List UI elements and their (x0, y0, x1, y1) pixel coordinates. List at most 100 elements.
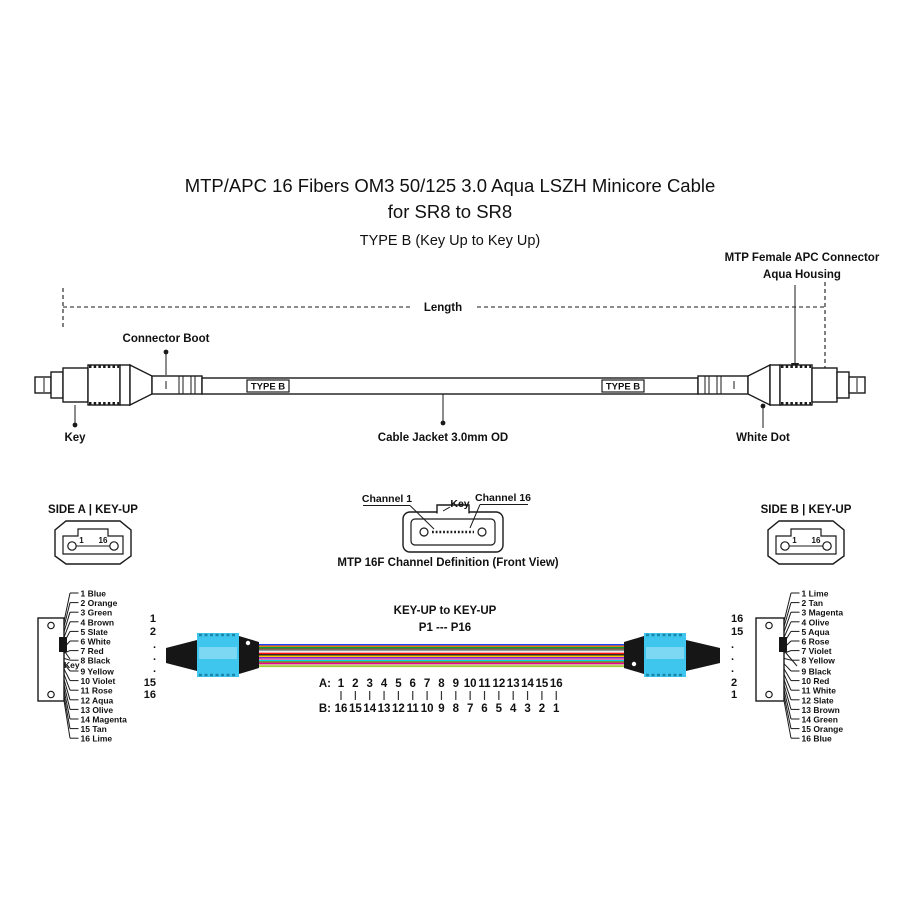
fiber-color-label: 14 Green (802, 715, 838, 725)
row-a-label: A: (319, 678, 331, 690)
fiber-color-label: 16 Blue (802, 734, 833, 744)
fan-line (783, 663, 792, 672)
ribbon-fiber (259, 646, 624, 649)
leader-dot (440, 420, 446, 426)
side-a-pin-1: 1 (79, 536, 84, 545)
fiber-color-label: 8 Yellow (802, 656, 836, 666)
channel-mapping: 1162153144135126117108998107116125134143… (335, 678, 563, 715)
sequence-value: 15 (144, 677, 156, 689)
map-a-value: 1 (338, 678, 345, 690)
fiber-color-label: 5 Slate (81, 627, 109, 637)
sequence-value: 2 (150, 626, 156, 638)
ribbon-fiber (259, 651, 624, 653)
ribbon-fiber (259, 649, 624, 652)
map-b-value: 16 (335, 703, 348, 715)
leader-dot (72, 422, 78, 428)
white-dot (245, 640, 251, 646)
map-a-value: 12 (492, 678, 505, 690)
fan-line (63, 602, 71, 627)
sequence-value: 16 (731, 613, 743, 625)
front-view-caption: MTP 16F Channel Definition (Front View) (337, 557, 558, 569)
fan-line (63, 650, 71, 654)
fan-line (783, 679, 792, 700)
fiber-ribbon (259, 644, 624, 668)
ribbon-fiber (259, 655, 624, 658)
fiber-color-label: 13 Olive (81, 705, 114, 715)
housing-highlight (199, 647, 237, 659)
map-a-value: 7 (424, 678, 430, 690)
ribbon-fiber (259, 648, 624, 650)
guide-pin-hole (780, 541, 790, 551)
fiber-color-label: 6 White (81, 637, 111, 647)
map-b-value: 14 (363, 703, 376, 715)
fan-line (783, 695, 792, 729)
fan-line (63, 640, 71, 649)
fiber-color-label: 7 Red (81, 646, 104, 656)
ribbon-fiber (259, 652, 624, 655)
map-a-value: 3 (366, 678, 372, 690)
sequence-value: 15 (731, 626, 743, 638)
sequence-value: . (731, 651, 734, 663)
map-b-value: 15 (349, 703, 362, 715)
leader-line (442, 506, 451, 512)
left-assembly-ferrule (239, 636, 259, 674)
fan-line (783, 612, 792, 633)
title-line2: for SR8 to SR8 (388, 201, 512, 222)
fan-line (783, 592, 792, 622)
type-b-marker-right: TYPE B (606, 382, 640, 393)
key-marker (59, 637, 67, 652)
ribbon-fiber (259, 658, 624, 660)
left-connector-body (62, 367, 89, 403)
map-b-value: 9 (438, 703, 444, 715)
fan-line (63, 657, 71, 661)
mtp-front-view: Channel 1 Key Channel 16 MTP 16F Channel… (337, 492, 558, 569)
fiber-color-label: 15 Tan (81, 724, 107, 734)
fiber-color-label: 1 Blue (81, 589, 107, 599)
fiber-color-label: 9 Black (802, 667, 832, 677)
diagram-title: MTP/APC 16 Fibers OM3 50/125 3.0 Aqua LS… (185, 175, 716, 249)
side-b-face: SIDE B | KEY-UP 1 16 (761, 504, 852, 565)
right-connector-body (811, 367, 838, 403)
ribbon-fiber (259, 661, 624, 663)
fiber-color-label: 11 White (802, 686, 837, 696)
fiber-color-label: 12 Slate (802, 695, 834, 705)
front-view-inner (410, 518, 496, 546)
right-connector-housing (779, 364, 813, 406)
fan-line (783, 657, 792, 661)
map-b-value: 7 (467, 703, 473, 715)
map-b-value: 2 (539, 703, 545, 715)
fiber-color-label: 7 Violet (802, 646, 832, 656)
fiber-color-label: 5 Aqua (802, 627, 830, 637)
key-marker (779, 637, 787, 652)
fiber-color-label: 4 Brown (81, 617, 115, 627)
fiber-color-label: 9 Yellow (81, 667, 115, 677)
title-subtitle: TYPE B (Key Up to Key Up) (360, 233, 541, 249)
side-b-pin-1: 1 (792, 536, 797, 545)
right-assembly-ferrule (624, 636, 644, 674)
fiber-color-label: 11 Rose (81, 686, 113, 696)
type-b-marker-box (601, 379, 645, 393)
fan-line (63, 592, 71, 622)
channel-1-label: Channel 1 (362, 493, 412, 505)
leader-line (64, 651, 71, 660)
white-dot-label: White Dot (736, 432, 790, 444)
ribbon-fiber (259, 662, 624, 665)
type-b-marker-box (246, 379, 290, 393)
type-b-marker-left: TYPE B (251, 382, 285, 393)
fiber-color-label: 14 Magenta (81, 715, 128, 725)
map-a-value: 10 (464, 678, 477, 690)
fan-line (783, 684, 792, 710)
length-label: Length (424, 302, 462, 314)
fanout-key-label: Key (64, 660, 80, 670)
leader-line (469, 504, 481, 529)
right-connector-step (836, 371, 850, 399)
fan-line (63, 695, 71, 729)
front-view-key-bump (436, 504, 470, 514)
right-assembly-housing (644, 633, 686, 677)
leader-dot (760, 403, 766, 409)
